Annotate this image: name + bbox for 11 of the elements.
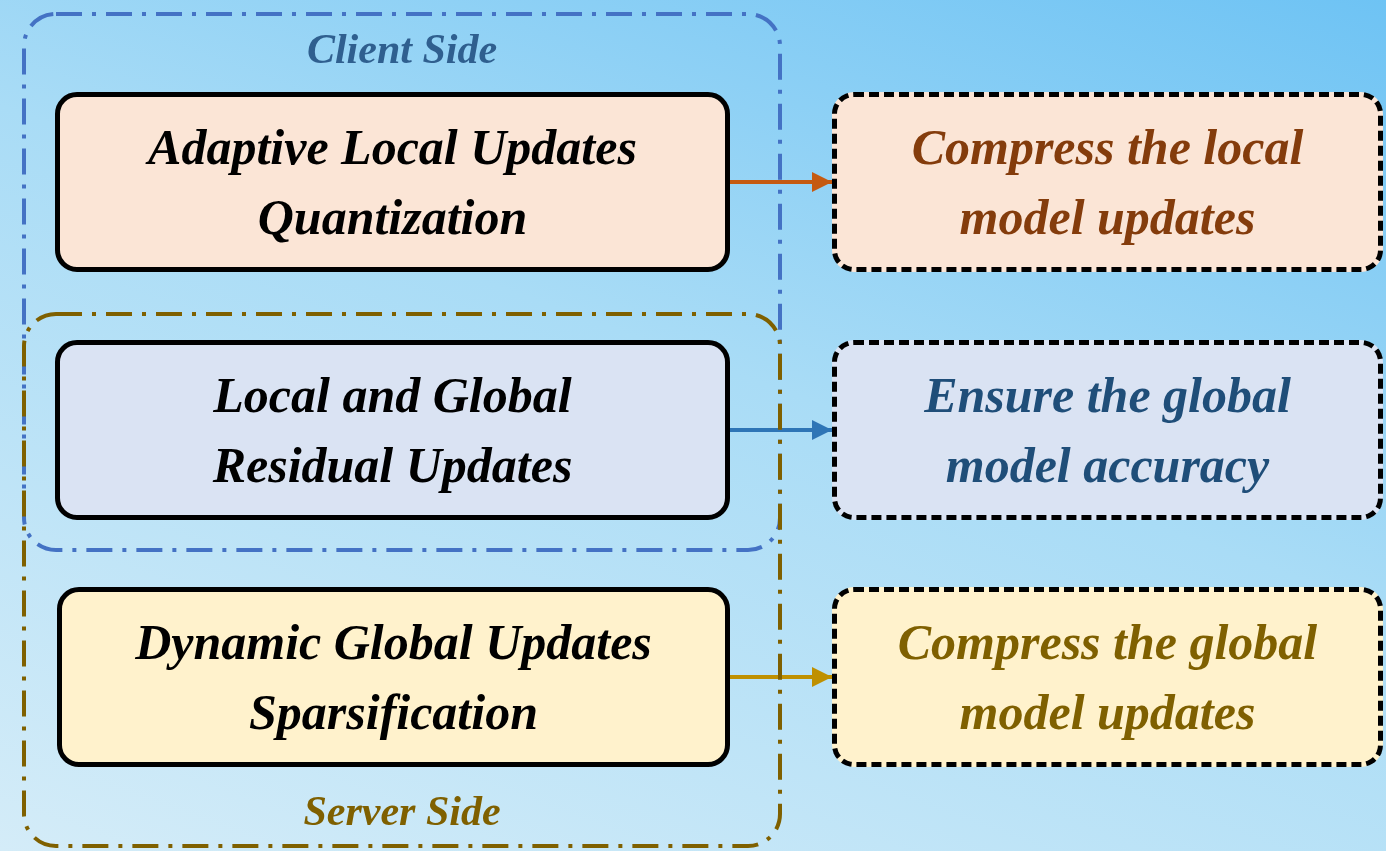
arrow bbox=[730, 667, 832, 687]
goal-box: Compress the local model updates bbox=[832, 92, 1383, 272]
method-box: Adaptive Local Updates Quantization bbox=[55, 92, 730, 272]
goal-box: Ensure the global model accuracy bbox=[832, 340, 1383, 520]
arrow bbox=[730, 172, 832, 192]
goal-box: Compress the global model updates bbox=[832, 587, 1383, 767]
group-label: Server Side bbox=[303, 787, 501, 834]
arrow bbox=[730, 420, 832, 440]
method-box: Local and Global Residual Updates bbox=[55, 340, 730, 520]
method-box: Dynamic Global Updates Sparsification bbox=[57, 587, 730, 767]
group-label: Client Side bbox=[306, 26, 498, 73]
